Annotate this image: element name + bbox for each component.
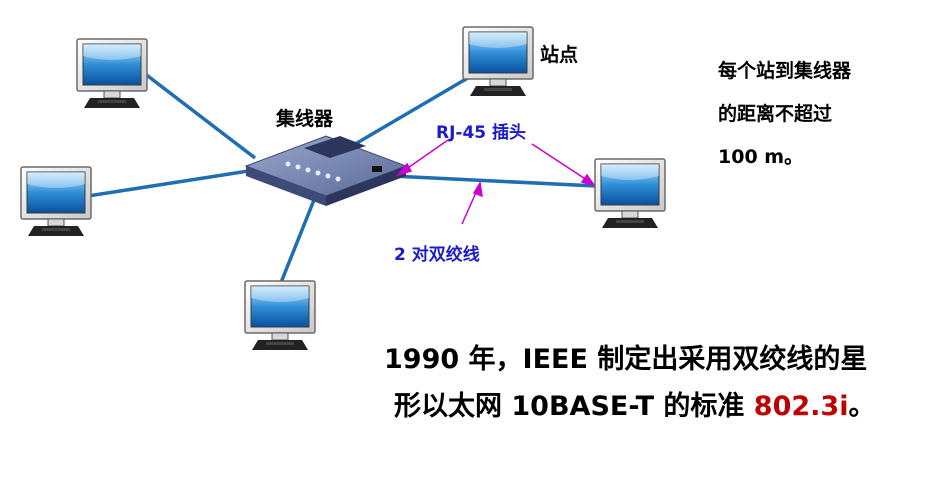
rj45-arrow-right: [531, 143, 591, 183]
rj45-arrows: [395, 139, 596, 225]
note-line: 的距离不超过: [718, 103, 833, 125]
hub-label: 集线器: [276, 108, 334, 130]
standard-number: 802.3i: [753, 391, 849, 422]
twisted-pair-label: 2 对双绞线: [394, 245, 480, 265]
cables: [87, 68, 597, 291]
cable-bottom: [276, 189, 320, 291]
hub-device: [244, 135, 408, 206]
statement-text: 形以太网 10BASE-T 的标准: [394, 391, 754, 422]
rj45-plug-label: RJ-45 插头: [436, 123, 527, 143]
cable-right: [391, 174, 597, 188]
statement-line-2: 形以太网 10BASE-T 的标准 802.3i。: [384, 383, 875, 430]
statement-punct: 。: [848, 391, 876, 422]
monitor-icon: [594, 158, 666, 229]
monitor-icon: [244, 280, 316, 351]
note-line: 每个站到集线器: [718, 60, 852, 82]
monitor-icon: [462, 26, 534, 97]
standard-statement: 1990 年，IEEE 制定出采用双绞线的星 形以太网 10BASE-T 的标准…: [384, 336, 875, 430]
cable-top-left: [138, 68, 257, 160]
monitor-icon: [20, 166, 92, 237]
note-line: 100 m。: [718, 146, 804, 168]
station-label: 站点: [540, 44, 579, 66]
cable-top-right: [344, 70, 479, 152]
rj45-arrow-left: [401, 139, 449, 173]
cable-left: [87, 168, 256, 198]
statement-line-1: 1990 年，IEEE 制定出采用双绞线的星: [384, 344, 868, 375]
monitor-icon: [76, 38, 148, 109]
distance-note: 每个站到集线器 的距离不超过 100 m。: [718, 50, 918, 179]
